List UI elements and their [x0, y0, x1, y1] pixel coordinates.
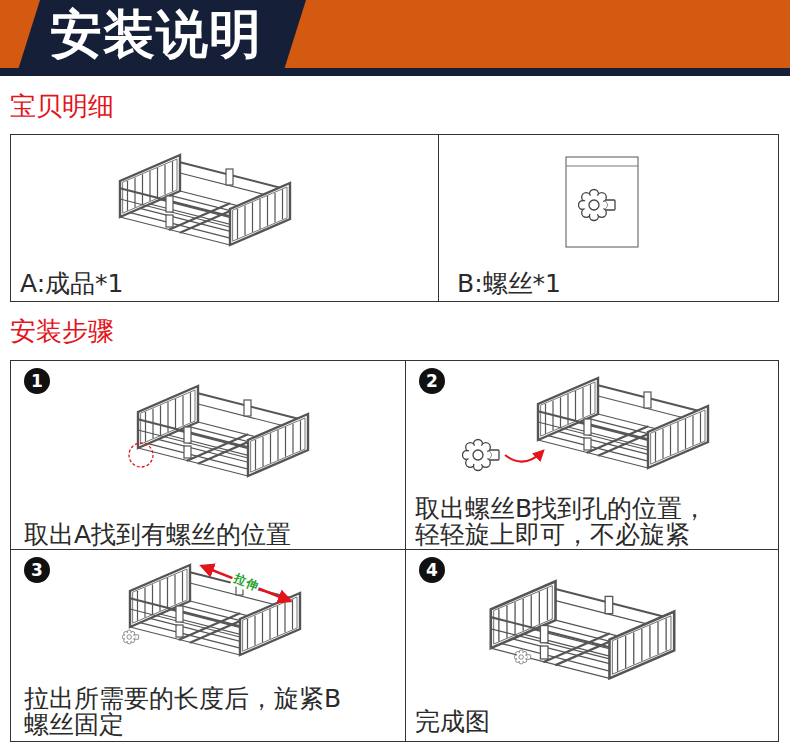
- cell-text: A:成品*1: [20, 271, 420, 297]
- table-cell: 完成图 4: [405, 549, 779, 742]
- stretch-arrow: [202, 566, 290, 601]
- screw-figure: [122, 630, 138, 644]
- step-number: 1: [24, 368, 50, 394]
- packet-seal: [566, 166, 638, 167]
- screw-figure: [579, 190, 616, 221]
- basket-figure: [491, 581, 674, 678]
- header-band: [0, 0, 790, 70]
- section-heading: 安装步骤: [10, 316, 114, 346]
- basket-figure: [138, 386, 308, 476]
- table-cell: B:螺丝*1: [438, 134, 779, 302]
- step-number: 4: [419, 557, 445, 583]
- table-cell: 取出螺丝B找到孔的位置， 轻轻旋上即可，不必旋紧 2: [405, 360, 779, 550]
- table-cell: 拉出所需要的长度后，旋紧B 螺丝固定 3: [10, 549, 406, 742]
- screw-figure: [514, 650, 530, 664]
- step-number-text: 1: [31, 373, 43, 390]
- cell-text: 拉出所需要的长度后，旋紧B 螺丝固定: [24, 686, 356, 738]
- step-number-text: 4: [426, 562, 438, 579]
- cell-text: 完成图: [415, 709, 755, 735]
- header-tab: [18, 0, 306, 70]
- table-cell: 取出A找到有螺丝的位置 1: [10, 360, 406, 550]
- step-number-text: 2: [426, 373, 438, 390]
- step-number: 2: [419, 368, 445, 394]
- cell-text: 取出螺丝B找到孔的位置， 轻轻旋上即可，不必旋紧: [415, 496, 720, 548]
- page-title: 安装说明: [50, 3, 262, 65]
- basket-figure: [538, 378, 708, 468]
- section-heading: 宝贝明细: [10, 91, 114, 121]
- hole-marker: [129, 443, 153, 467]
- insert-arrow: [505, 451, 543, 462]
- step-number-text: 3: [31, 562, 43, 579]
- basket-figure: [130, 565, 300, 655]
- step-number: 3: [24, 557, 50, 583]
- basket-figure: [120, 155, 290, 245]
- screw-packet: [566, 157, 638, 247]
- table-cell: A:成品*1: [10, 134, 439, 302]
- cell-text: B:螺丝*1: [457, 271, 767, 297]
- cell-text: 取出A找到有螺丝的位置: [24, 522, 394, 548]
- arrow-label: 拉伸: [230, 569, 262, 594]
- screw-figure: [463, 440, 500, 471]
